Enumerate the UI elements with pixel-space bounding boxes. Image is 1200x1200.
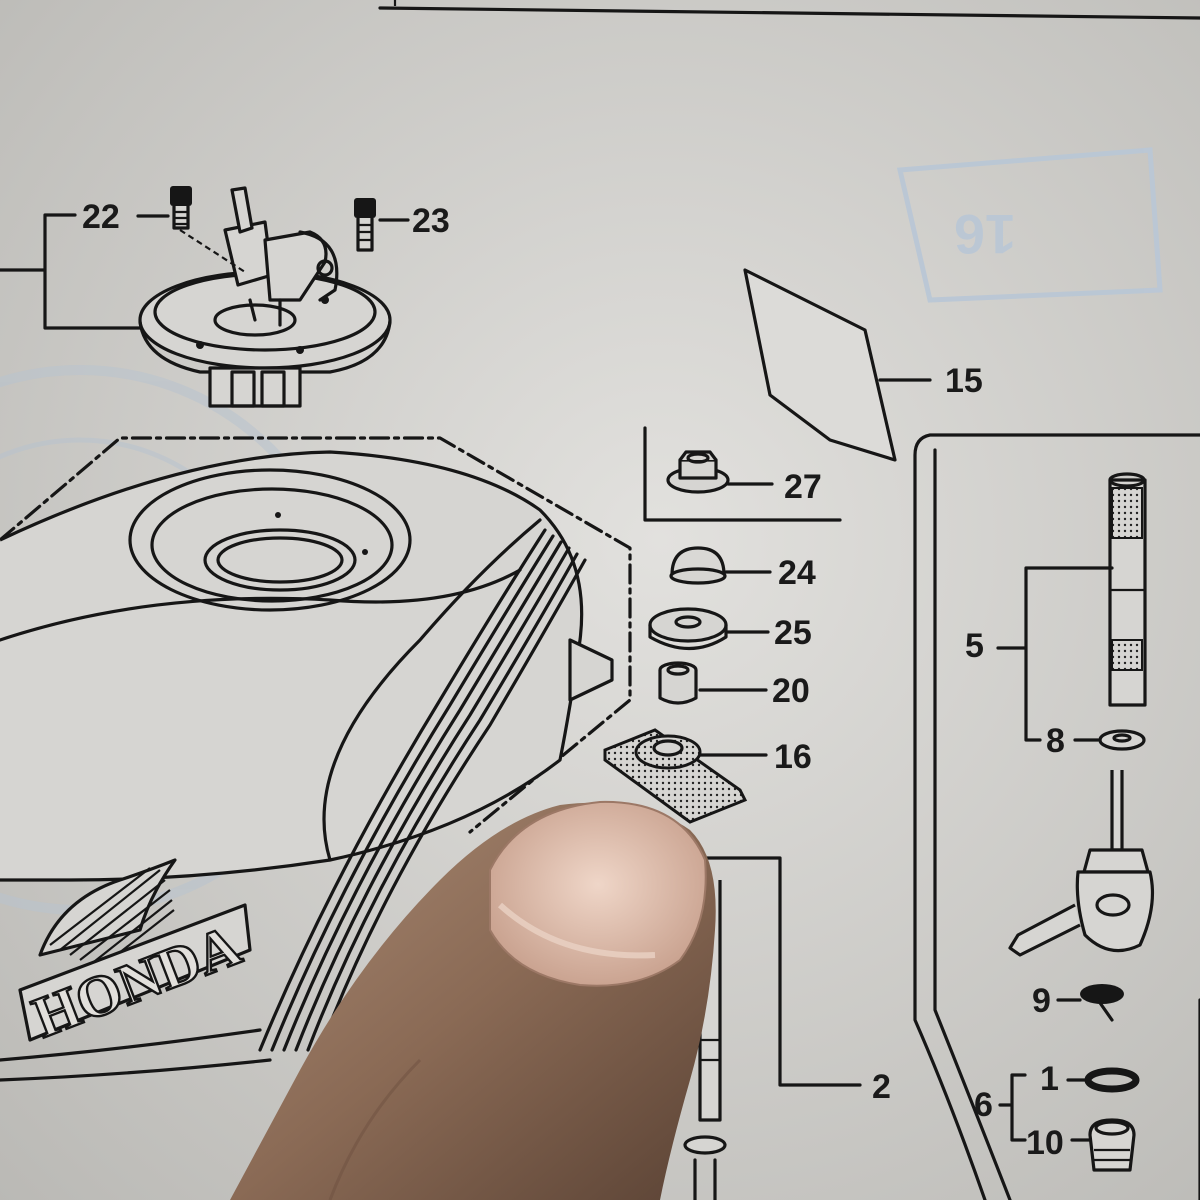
panel-part-15	[743, 268, 932, 462]
callout-1: 1	[1040, 1060, 1059, 1098]
callout-23: 23	[412, 202, 450, 240]
callout-6: 6	[974, 1086, 993, 1124]
callout-25: 25	[774, 614, 812, 652]
bleed-through-stamp: 16	[896, 147, 1163, 303]
callout-5: 5	[965, 627, 984, 665]
callout-22: 22	[82, 198, 120, 236]
bleed-through-number: 16	[954, 203, 1016, 266]
callout-9: 9	[1032, 982, 1051, 1020]
callout-2: 2	[872, 1068, 891, 1106]
callout-15: 15	[945, 362, 983, 400]
callout-20: 20	[772, 672, 810, 710]
fuel-cock-assembly	[913, 433, 1200, 1200]
fuel-tank	[0, 436, 632, 1082]
callout-27: 27	[784, 468, 822, 506]
callout-24: 24	[778, 554, 816, 592]
callout-10: 10	[1026, 1124, 1064, 1162]
thumb-occlusion	[230, 800, 716, 1200]
small-parts-column	[603, 426, 862, 1200]
page-border-line	[378, 6, 1200, 20]
callout-labels: 22 23 15 27 24 25 20 16 5 8 9 1 6 10 2	[82, 198, 1065, 1162]
callout-8: 8	[1046, 722, 1065, 760]
callout-16: 16	[774, 738, 812, 776]
fuel-cap-assembly	[0, 186, 410, 408]
